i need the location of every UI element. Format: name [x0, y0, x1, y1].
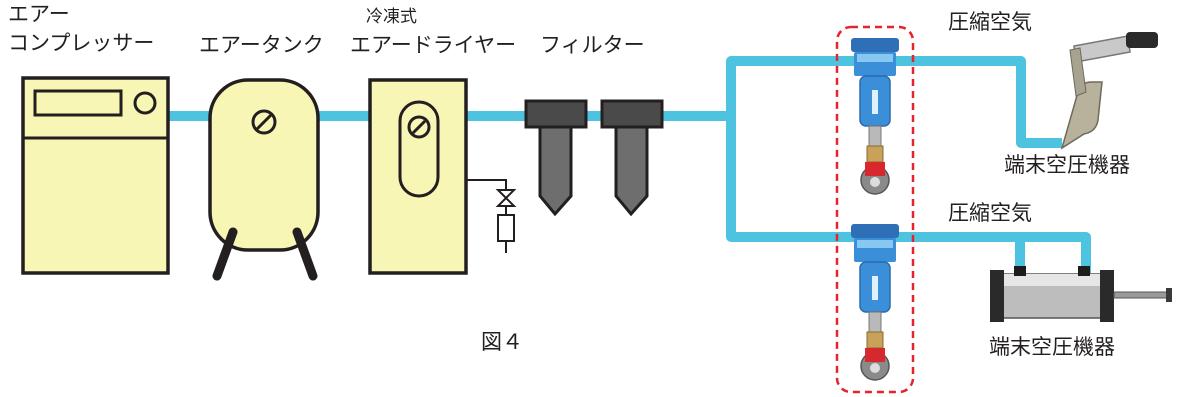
tank-label: エアータンク: [199, 33, 324, 57]
terminal-equipment-label-bottom: 端末空圧機器: [989, 335, 1115, 359]
dryer-label-line2: エアードライヤー: [350, 33, 517, 57]
compressor-label-line1: エアー: [8, 2, 70, 26]
filter-label: フィルター: [540, 33, 645, 57]
pipe-lower-branch: [726, 116, 1091, 274]
compressed-air-label-bottom: 圧縮空気: [948, 201, 1032, 225]
filter-icon: [524, 99, 664, 217]
air-compressor-icon: [21, 76, 170, 275]
figure-caption: 図４: [481, 330, 523, 354]
air-gun-icon: [1060, 32, 1158, 150]
highlight-box: [835, 25, 915, 394]
filter-regulator-icon-2: [851, 224, 899, 381]
compressor-label-line2: コンプレッサー: [8, 31, 155, 55]
dryer-label-line1: 冷凍式: [366, 7, 417, 27]
compressed-air-label-top: 圧縮空気: [948, 10, 1032, 34]
drain-valve-icon: [466, 179, 517, 253]
air-tank-icon: [208, 78, 320, 281]
terminal-equipment-label-top: 端末空圧機器: [1004, 153, 1130, 177]
refrigerated-dryer-icon: [368, 78, 468, 275]
air-cylinder-icon: [990, 266, 1172, 322]
filter-regulator-icon: [851, 38, 899, 195]
